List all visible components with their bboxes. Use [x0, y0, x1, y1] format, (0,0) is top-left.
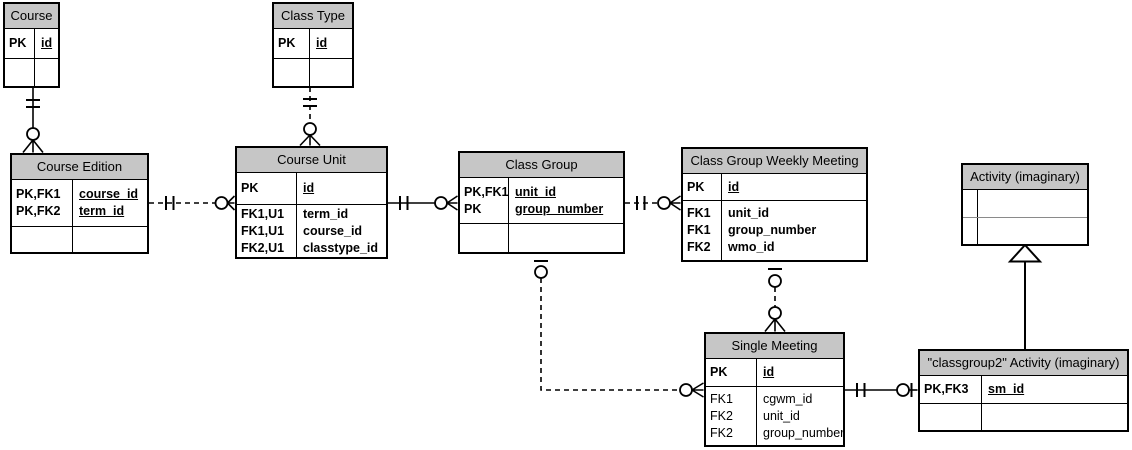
- field-name: id: [303, 181, 315, 195]
- field-name: course_id: [79, 187, 139, 201]
- entity-course-edition: Course Edition PK,FK1 PK,FK2 course_id t…: [10, 153, 149, 254]
- field-name: sm_id: [988, 382, 1025, 396]
- field-name: group_number: [728, 223, 817, 237]
- key-label: FK1,U1: [241, 206, 285, 221]
- field-name: wmo_id: [728, 240, 775, 254]
- field-name: unit_id: [763, 408, 800, 423]
- rel-class-group-single-meeting: [534, 260, 704, 398]
- field-name: unit_id: [515, 184, 556, 199]
- entity-single-meeting: Single Meeting PK id FK1 FK2 FK2 cgwm_id…: [704, 332, 845, 447]
- key-label: FK2: [710, 408, 733, 423]
- key-label: FK1,U1: [241, 223, 285, 238]
- field-name: id: [41, 36, 53, 50]
- field-name: group_number: [763, 425, 845, 440]
- field-name: course_id: [303, 223, 363, 238]
- rel-cgwm-single-meeting: [764, 268, 786, 332]
- field-name: group_number: [515, 201, 604, 216]
- entity-course-unit-title: Course Unit: [237, 148, 386, 173]
- key-label: FK2: [687, 240, 711, 254]
- key-label: FK2,U1: [241, 240, 285, 255]
- entity-course: Course PK id: [3, 2, 60, 88]
- entity-course-unit: Course Unit PK id FK1,U1 FK1,U1 FK2,U1 t…: [235, 146, 388, 259]
- rel-course-edition-course-unit: [149, 195, 236, 211]
- field-name: term_id: [303, 206, 349, 221]
- key-label: FK1: [687, 206, 711, 220]
- entity-class-group-weekly-meeting: Class Group Weekly Meeting PK id FK1 FK1…: [681, 147, 868, 262]
- field-name: classtype_id: [303, 240, 379, 255]
- entity-activity-imaginary: Activity (imaginary): [961, 163, 1089, 246]
- rel-class-group-cgwm: [625, 195, 681, 211]
- entity-classgroup2-activity: "classgroup2" Activity (imaginary) PK,FK…: [918, 349, 1129, 432]
- field-name: id: [316, 36, 328, 50]
- key-label: FK1: [687, 223, 711, 237]
- rel-single-meeting-classgroup2: [845, 383, 918, 397]
- field-name: cgwm_id: [763, 391, 813, 406]
- key-label: PK: [278, 36, 296, 50]
- entity-cgwm-title: Class Group Weekly Meeting: [683, 149, 866, 174]
- entity-classgroup2-title: "classgroup2" Activity (imaginary): [920, 351, 1127, 376]
- key-label: PK,FK1: [16, 187, 61, 201]
- entity-class-type-title: Class Type: [274, 4, 352, 29]
- key-label: PK: [687, 179, 705, 194]
- entity-class-group-title: Class Group: [460, 153, 623, 178]
- field-name: term_id: [79, 204, 125, 218]
- field-name: id: [763, 365, 775, 379]
- entity-course-title: Course: [5, 4, 58, 29]
- key-label: PK,FK3: [924, 382, 969, 396]
- entity-class-group: Class Group PK,FK1 PK unit_id group_numb…: [458, 151, 625, 254]
- key-label: PK: [710, 365, 728, 379]
- key-label: FK1: [710, 391, 733, 406]
- key-label: PK: [464, 201, 482, 216]
- rel-classgroup2-activity-inheritance: [1007, 243, 1043, 349]
- entity-activity-title: Activity (imaginary): [963, 165, 1087, 190]
- key-label: PK: [241, 181, 259, 195]
- entity-course-edition-title: Course Edition: [12, 155, 147, 180]
- rel-classtype-course-unit: [299, 87, 321, 147]
- field-name: id: [728, 179, 740, 194]
- key-label: FK2: [710, 425, 733, 440]
- entity-class-type: Class Type PK id: [272, 2, 354, 88]
- rel-course-course-edition: [22, 87, 44, 153]
- field-name: unit_id: [728, 206, 769, 220]
- key-label: PK,FK2: [16, 204, 61, 218]
- key-label: PK: [9, 36, 27, 50]
- entity-single-meeting-title: Single Meeting: [706, 334, 843, 359]
- key-label: PK,FK1: [464, 184, 509, 199]
- rel-course-unit-class-group: [388, 195, 458, 211]
